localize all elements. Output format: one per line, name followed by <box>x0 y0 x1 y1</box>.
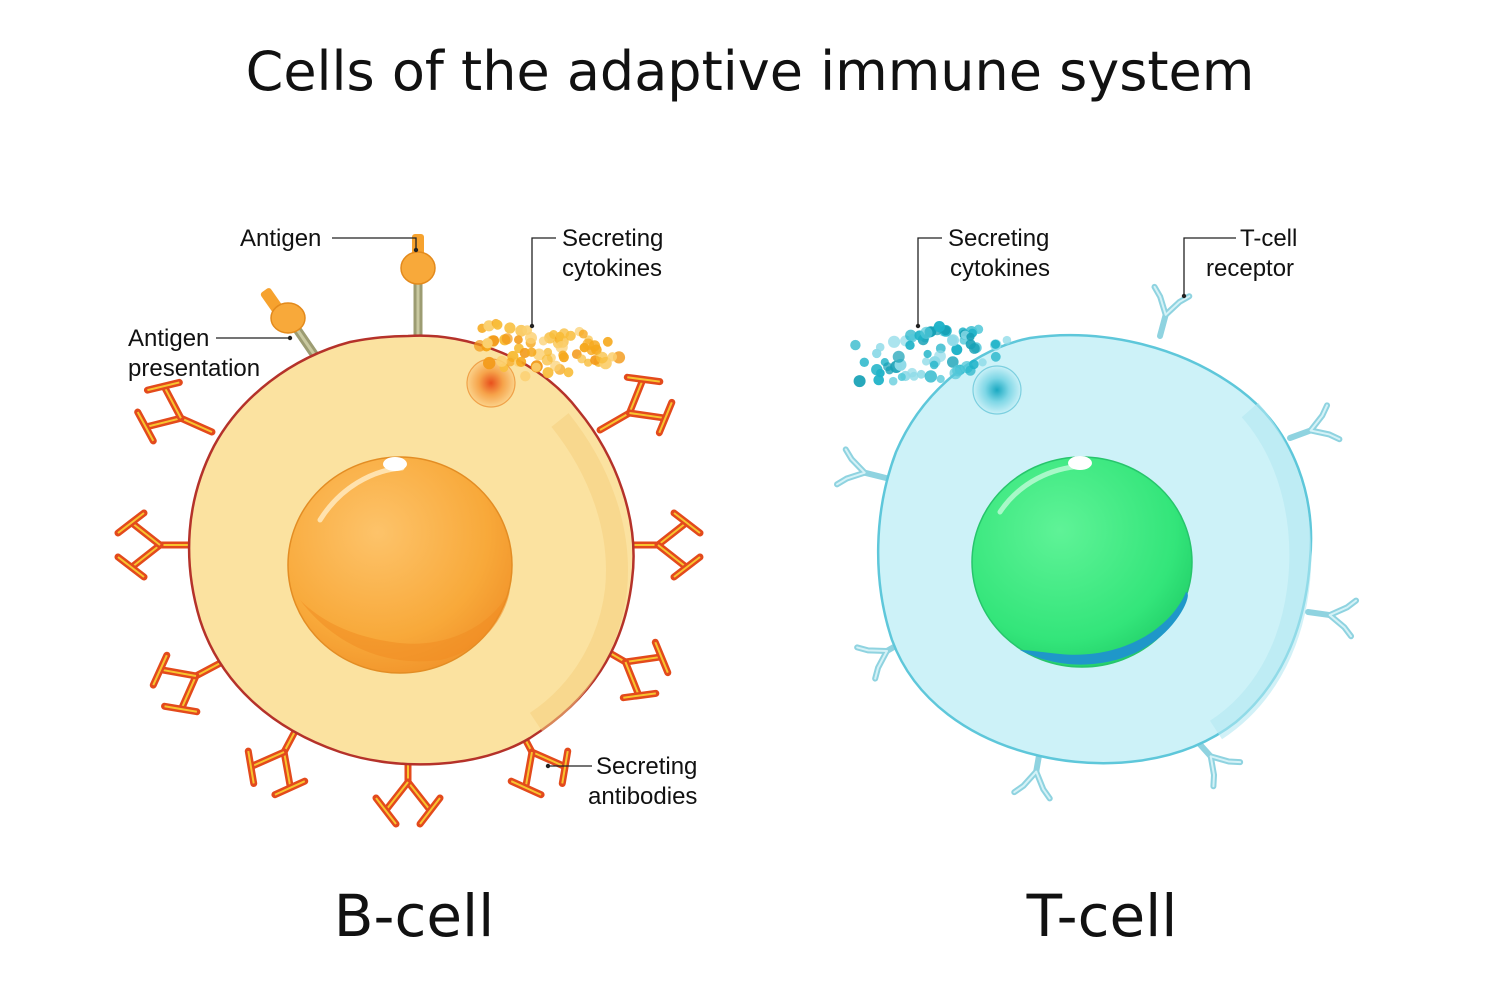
cytokine-particle <box>579 342 590 353</box>
t-cell <box>837 287 1356 799</box>
cytokine-particle <box>936 374 945 384</box>
t-cell-name: T-cell <box>1026 882 1178 950</box>
cytokine-particle <box>990 339 1001 349</box>
cytokine-particle <box>966 332 975 341</box>
label-secreting-antibodies-line2: antibodies <box>588 783 697 810</box>
cytokine-particle <box>934 350 946 363</box>
cytokine-particle <box>516 356 527 367</box>
label-antigen-presentation-line2: presentation <box>128 355 260 382</box>
cytokine-particle <box>947 334 959 347</box>
cytokine-particle <box>542 367 554 379</box>
cytokine-particle <box>965 339 976 350</box>
cytokine-particle <box>563 367 574 378</box>
cytokine-particle <box>525 331 537 344</box>
cytokine-particle <box>596 351 608 364</box>
t-cell-cytokines <box>850 321 1012 388</box>
label-antigen-presentation-line1: Antigen <box>128 325 209 352</box>
page-title: Cells of the adaptive immune system <box>246 40 1255 103</box>
antibody <box>624 513 700 577</box>
cytokine-particle <box>492 319 503 330</box>
label-b-secreting-cytokines-line2: cytokines <box>562 255 662 282</box>
t-cell-nucleus <box>971 456 1193 668</box>
b-cell-annotations: Antigen Antigen presentation Secreting c… <box>128 225 697 810</box>
antigen-presentation-receptor <box>260 288 323 365</box>
t-cell-receptor <box>837 449 890 495</box>
cytokine-particle <box>527 347 537 357</box>
cytokine-particle <box>892 350 905 363</box>
cytokine-particle <box>578 329 588 339</box>
cytokine-particle <box>859 357 869 367</box>
antibody <box>118 513 194 577</box>
cytokine-particle <box>947 356 959 368</box>
cytokine-particle <box>907 367 917 378</box>
cytokine-particle <box>969 359 979 370</box>
cytokine-particle <box>504 322 516 334</box>
cytokine-particle <box>888 376 898 386</box>
cytokine-particle <box>496 355 508 367</box>
cytokine-particle <box>853 375 866 388</box>
cytokine-particle <box>602 336 613 347</box>
cytokine-particle <box>850 339 861 351</box>
cytokine-particle <box>990 351 1001 362</box>
cytokine-particle <box>897 373 906 381</box>
t-cell-annotations: Secreting cytokines T-cell receptor <box>915 225 1297 329</box>
label-antigen: Antigen <box>240 225 321 252</box>
label-t-secreting-cytokines-line1: Secreting <box>948 225 1049 252</box>
t-cell-receptor <box>1305 594 1356 636</box>
cytokine-particle <box>1002 335 1012 345</box>
label-secreting-antibodies-line1: Secreting <box>596 753 697 780</box>
t-cell-cytokine-vesicle <box>972 365 1022 415</box>
label-t-cell-receptor-line2: receptor <box>1206 255 1294 282</box>
cytokine-particle <box>555 341 568 354</box>
cytokine-particle <box>550 360 561 372</box>
cytokine-particle <box>876 368 885 378</box>
cytokine-particle <box>588 340 601 352</box>
cytokine-particle <box>541 354 553 366</box>
cytokine-particle <box>506 357 515 367</box>
cytokine-particle <box>920 326 933 339</box>
cytokine-particle <box>978 358 987 367</box>
cytokine-particle <box>916 369 926 379</box>
cytokine-particle <box>929 360 939 370</box>
cytokine-particle <box>873 374 884 386</box>
cytokine-particle <box>922 357 931 366</box>
cytokine-particle <box>923 349 932 359</box>
cytokine-particle <box>558 350 568 360</box>
b-cell <box>118 234 700 824</box>
label-t-secreting-cytokines-line2: cytokines <box>950 255 1050 282</box>
cytokine-particle <box>924 370 937 383</box>
label-t-cell-receptor-line1: T-cell <box>1240 225 1297 252</box>
cytokine-particle <box>543 347 553 357</box>
b-cell-nucleus <box>287 456 513 674</box>
cytokine-particle <box>577 354 587 364</box>
cytokine-particle <box>888 335 901 348</box>
cytokine-particle <box>883 362 893 372</box>
cytokine-particle <box>531 362 541 372</box>
label-b-secreting-cytokines-line1: Secreting <box>562 225 663 252</box>
cytokine-particle <box>949 367 962 380</box>
cytokine-particle <box>514 335 523 345</box>
cytokine-particle <box>483 356 496 370</box>
antibody <box>130 372 225 461</box>
cytokine-particle <box>565 330 576 341</box>
b-cell-cytokines <box>474 318 626 382</box>
b-cell-name: B-cell <box>334 882 495 950</box>
antigen-receptor <box>400 234 436 341</box>
cytokine-particle <box>538 336 548 346</box>
cytokine-particle <box>951 344 963 356</box>
cytokine-particle <box>905 340 915 350</box>
cytokine-particle <box>933 321 946 333</box>
cytokine-particle <box>607 352 618 362</box>
cytokine-particle <box>501 333 513 345</box>
cytokine-particle <box>520 371 531 382</box>
cytokine-particle <box>482 338 493 349</box>
t-cell-receptor <box>1284 405 1340 455</box>
cytokine-particle <box>875 342 885 352</box>
